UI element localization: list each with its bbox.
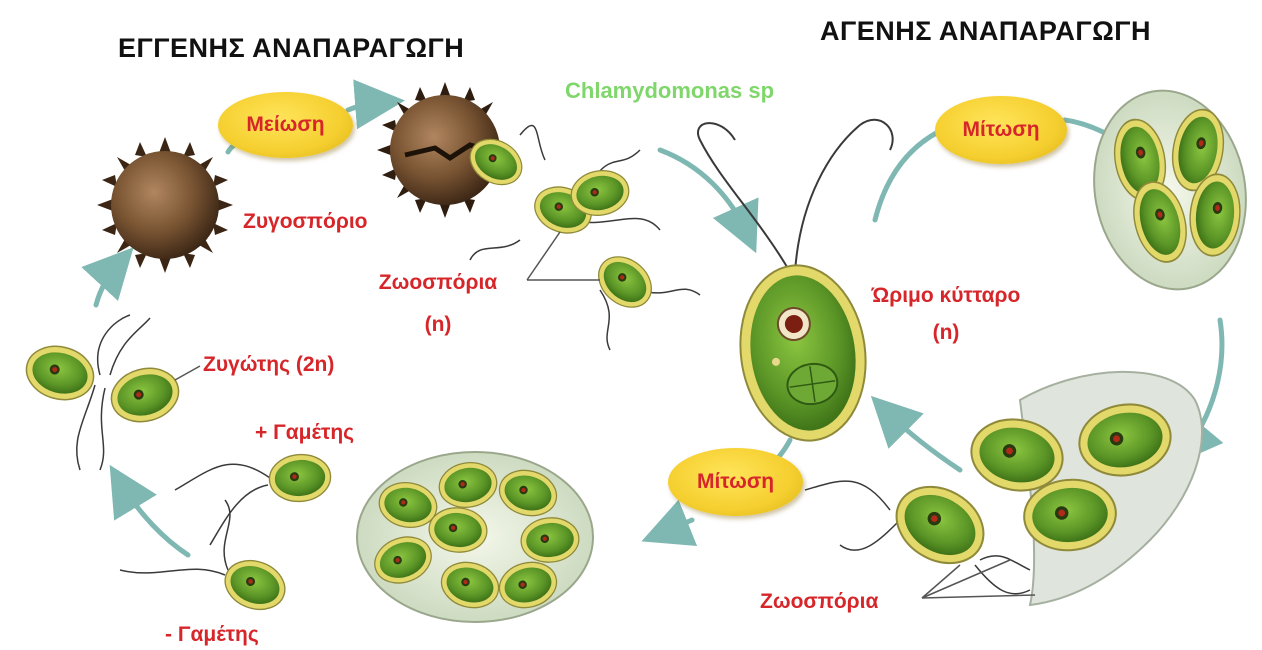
heading-sexual-reproduction: ΕΓΓΕΝΗΣ ΑΝΑΠΑΡΑΓΩΓΗ <box>118 33 464 64</box>
zygote-label: Ζυγώτης (2n) <box>203 353 334 377</box>
arrow-cyst-to-gametes <box>660 520 692 534</box>
arrow-zygote-to-zygospore <box>96 262 120 305</box>
zoospore-release-illustration <box>805 372 1202 605</box>
zygote-illustration <box>20 315 200 470</box>
mature-cell-ploidy: (n) <box>848 321 1044 345</box>
pointer-lines <box>527 232 600 280</box>
mitosis-top-label: Μίτωση <box>962 118 1039 142</box>
zoospores-sexual-ploidy: (n) <box>358 313 518 337</box>
dividing-cell-illustration <box>1079 78 1261 301</box>
heading-asexual-reproduction: ΑΓΕΝΗΣ ΑΝΑΠΑΡΑΓΩΓΗ <box>820 16 1151 47</box>
meiosis-label: Μείωση <box>246 113 324 137</box>
mitosis-top-badge: Μίτωση <box>935 96 1067 164</box>
mature-cell-label: Ώριμο κύτταρο <box>848 284 1044 308</box>
zygospore-label: Ζυγοσπόριο <box>243 210 367 234</box>
mitosis-bottom-badge: Μίτωση <box>668 448 803 516</box>
mitosis-bottom-label: Μίτωση <box>697 470 774 494</box>
zoospores-asexual-label: Ζωοσπόρια <box>760 590 878 614</box>
species-name: Chlamydomonas sp <box>565 78 774 104</box>
zoospore-cell <box>589 246 662 317</box>
arrow-release-to-mature <box>885 410 960 470</box>
arrow-meiosis-to-spore <box>348 102 385 110</box>
plus-gamete-label: + Γαμέτης <box>255 421 354 445</box>
zoospores-sexual-label: Ζωοσπόρια <box>358 271 518 295</box>
gamete-cyst-illustration <box>357 452 593 622</box>
minus-gamete-label: - Γαμέτης <box>165 623 259 647</box>
plus-gamete-illustration <box>175 452 333 545</box>
meiosis-badge: Μείωση <box>218 92 353 158</box>
arrow-mature-to-mitosis-top <box>875 132 938 220</box>
arrow-gametes-to-zygote <box>120 482 188 555</box>
zygospore-illustration <box>97 137 233 273</box>
